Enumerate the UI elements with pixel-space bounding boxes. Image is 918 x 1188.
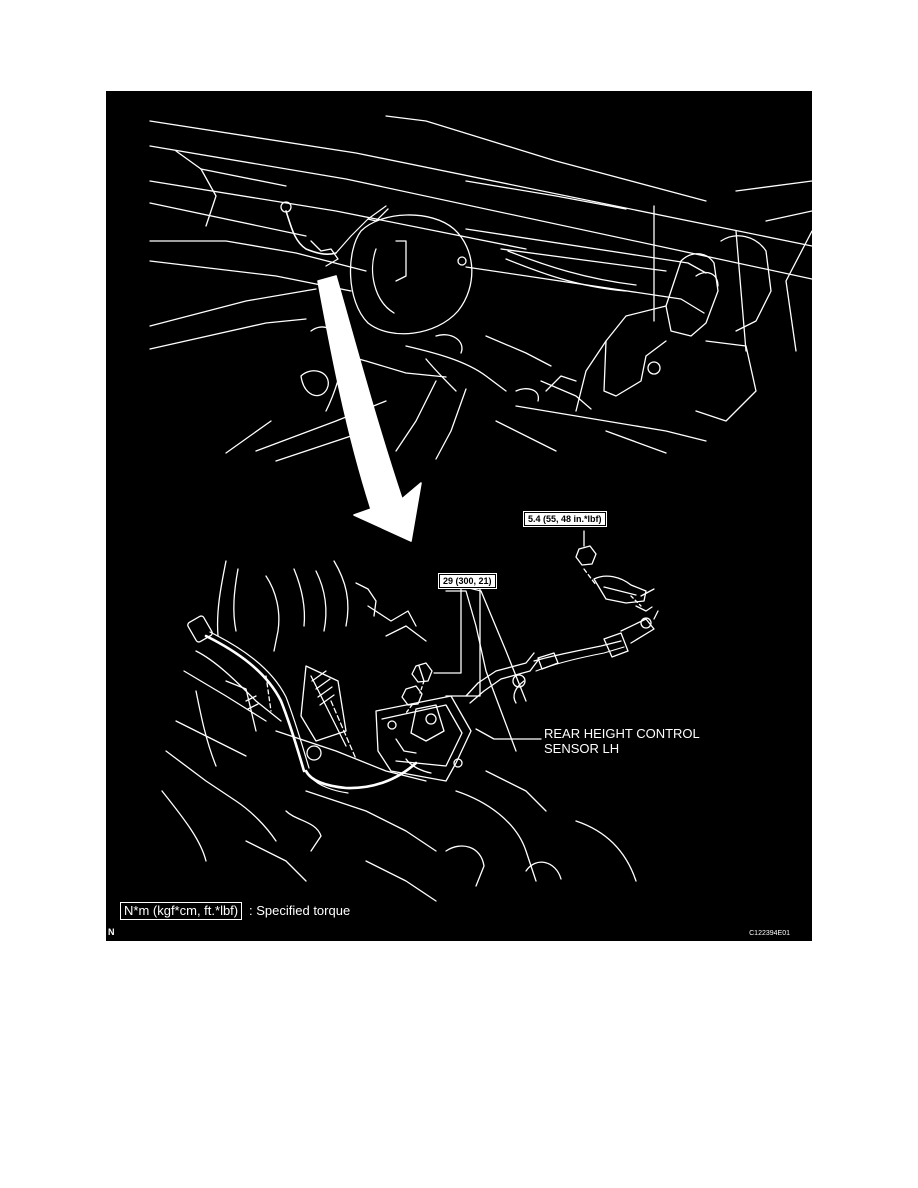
- sensor-callout: REAR HEIGHT CONTROL SENSOR LH: [544, 726, 700, 756]
- lower-detail-view: [161, 530, 659, 902]
- illustration-panel: 5.4 (55, 48 in.*lbf) 29 (300, 21) REAR H…: [106, 91, 812, 941]
- line-drawing: [149, 115, 812, 902]
- torque-label-sensor-nut: 5.4 (55, 48 in.*lbf): [523, 511, 607, 527]
- corner-mark: N: [108, 927, 115, 937]
- zoom-arrow: [317, 275, 422, 542]
- upper-frame-view: [149, 115, 812, 462]
- torque-legend-text: : Specified torque: [249, 903, 351, 918]
- torque-unit-box: N*m (kgf*cm, ft.*lbf): [120, 902, 243, 920]
- figure-code: C122394E01: [749, 930, 790, 937]
- torque-label-sensor-bolts: 29 (300, 21): [438, 573, 497, 589]
